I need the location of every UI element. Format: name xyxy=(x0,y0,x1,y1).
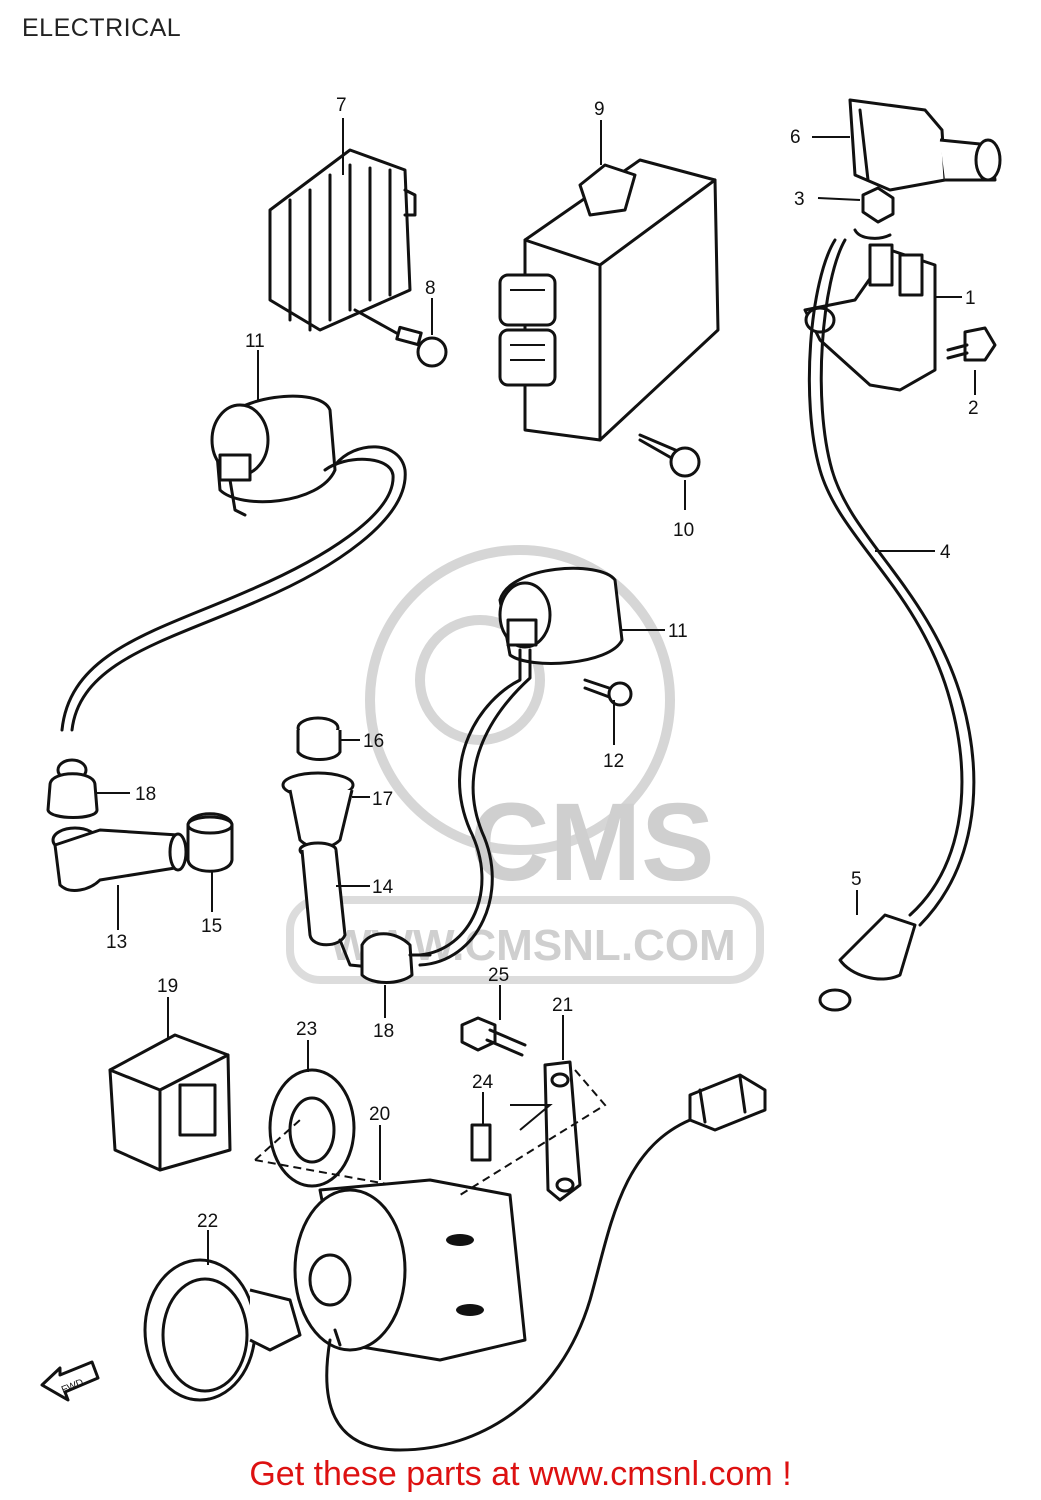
callout-21: 21 xyxy=(552,995,573,1016)
cms-watermark: CMS WWW.CMSNL.COM xyxy=(286,545,764,984)
part-2-bolt[interactable] xyxy=(946,326,997,362)
part-17-cap[interactable] xyxy=(281,771,355,849)
leader-lines xyxy=(97,118,976,1265)
callout-20: 20 xyxy=(369,1104,390,1125)
ht-lead-upper-edge xyxy=(60,457,395,732)
ht-lead-lower-edge xyxy=(418,648,532,967)
callout-17: 17 xyxy=(372,789,393,810)
callout-numbers: 7 9 8 11 10 6 3 1 2 4 11 12 16 17 14 18 … xyxy=(106,95,979,1232)
part-25-bolt[interactable] xyxy=(460,1016,527,1057)
callout-9: 9 xyxy=(594,99,605,120)
watermark-brand: CMS xyxy=(470,781,714,904)
fwd-arrow: FWD xyxy=(40,1360,100,1402)
part-16-seal[interactable] xyxy=(296,716,342,761)
callout-15: 15 xyxy=(201,916,222,937)
part-21-bracket[interactable] xyxy=(459,1060,607,1202)
callout-11-upper: 11 xyxy=(245,331,265,352)
callout-25: 25 xyxy=(488,965,509,986)
callout-11-lower: 11 xyxy=(668,621,688,642)
page-title: ELECTRICAL xyxy=(22,14,182,42)
part-19-relay[interactable] xyxy=(108,1033,232,1172)
part-7-regulator[interactable] xyxy=(268,148,417,332)
callout-23: 23 xyxy=(296,1019,317,1040)
callout-18-upper: 18 xyxy=(135,784,156,805)
callout-10: 10 xyxy=(673,520,694,541)
part-6-terminal-cover[interactable] xyxy=(848,98,1002,192)
callout-12: 12 xyxy=(603,751,624,772)
callout-3: 3 xyxy=(794,189,805,210)
part-9-cdi-unit[interactable] xyxy=(498,158,720,442)
callout-16: 16 xyxy=(363,731,384,752)
part-20-horn[interactable] xyxy=(293,1178,527,1362)
callout-6: 6 xyxy=(790,127,801,148)
callout-14: 14 xyxy=(372,877,394,898)
callout-1: 1 xyxy=(965,288,976,309)
part-23-washer[interactable] xyxy=(254,1068,421,1191)
callout-18-lower: 18 xyxy=(373,1021,394,1042)
callout-24: 24 xyxy=(472,1072,494,1093)
part-11-ignition-coil-upper[interactable] xyxy=(210,394,337,517)
callout-13: 13 xyxy=(106,932,127,953)
callout-8: 8 xyxy=(425,278,436,299)
callout-7: 7 xyxy=(336,95,347,116)
part-11-ignition-coil-lower[interactable] xyxy=(498,566,624,665)
callout-2: 2 xyxy=(968,398,979,419)
part-5-terminal-boot[interactable] xyxy=(818,913,917,1012)
callout-4: 4 xyxy=(940,542,951,563)
ht-lead-lower xyxy=(418,648,522,957)
part-18-plug-cap-lower[interactable] xyxy=(360,932,432,984)
part-10-bolt[interactable] xyxy=(638,433,701,478)
callout-5: 5 xyxy=(851,869,862,890)
ht-lead-upper xyxy=(70,445,407,732)
part-8-bolt[interactable] xyxy=(353,308,448,368)
part-18-plug-cap-upper[interactable] xyxy=(46,758,99,819)
part-24-clip[interactable] xyxy=(470,1123,492,1162)
part-4-starter-cable[interactable] xyxy=(807,238,964,917)
part-22-ring[interactable] xyxy=(143,1258,302,1402)
footer-link-text[interactable]: Get these parts at www.cmsnl.com ! xyxy=(249,1455,792,1493)
callout-19: 19 xyxy=(157,976,178,997)
part-4-starter-cable-edge xyxy=(819,238,976,927)
horn-wire-connector[interactable] xyxy=(325,1073,767,1452)
callout-22: 22 xyxy=(197,1211,218,1232)
part-12-bolt[interactable] xyxy=(583,678,633,707)
part-3-nut[interactable] xyxy=(861,186,895,224)
part-13-plug-cap-elbow[interactable] xyxy=(51,826,188,892)
part-15-sleeve[interactable] xyxy=(186,812,234,873)
